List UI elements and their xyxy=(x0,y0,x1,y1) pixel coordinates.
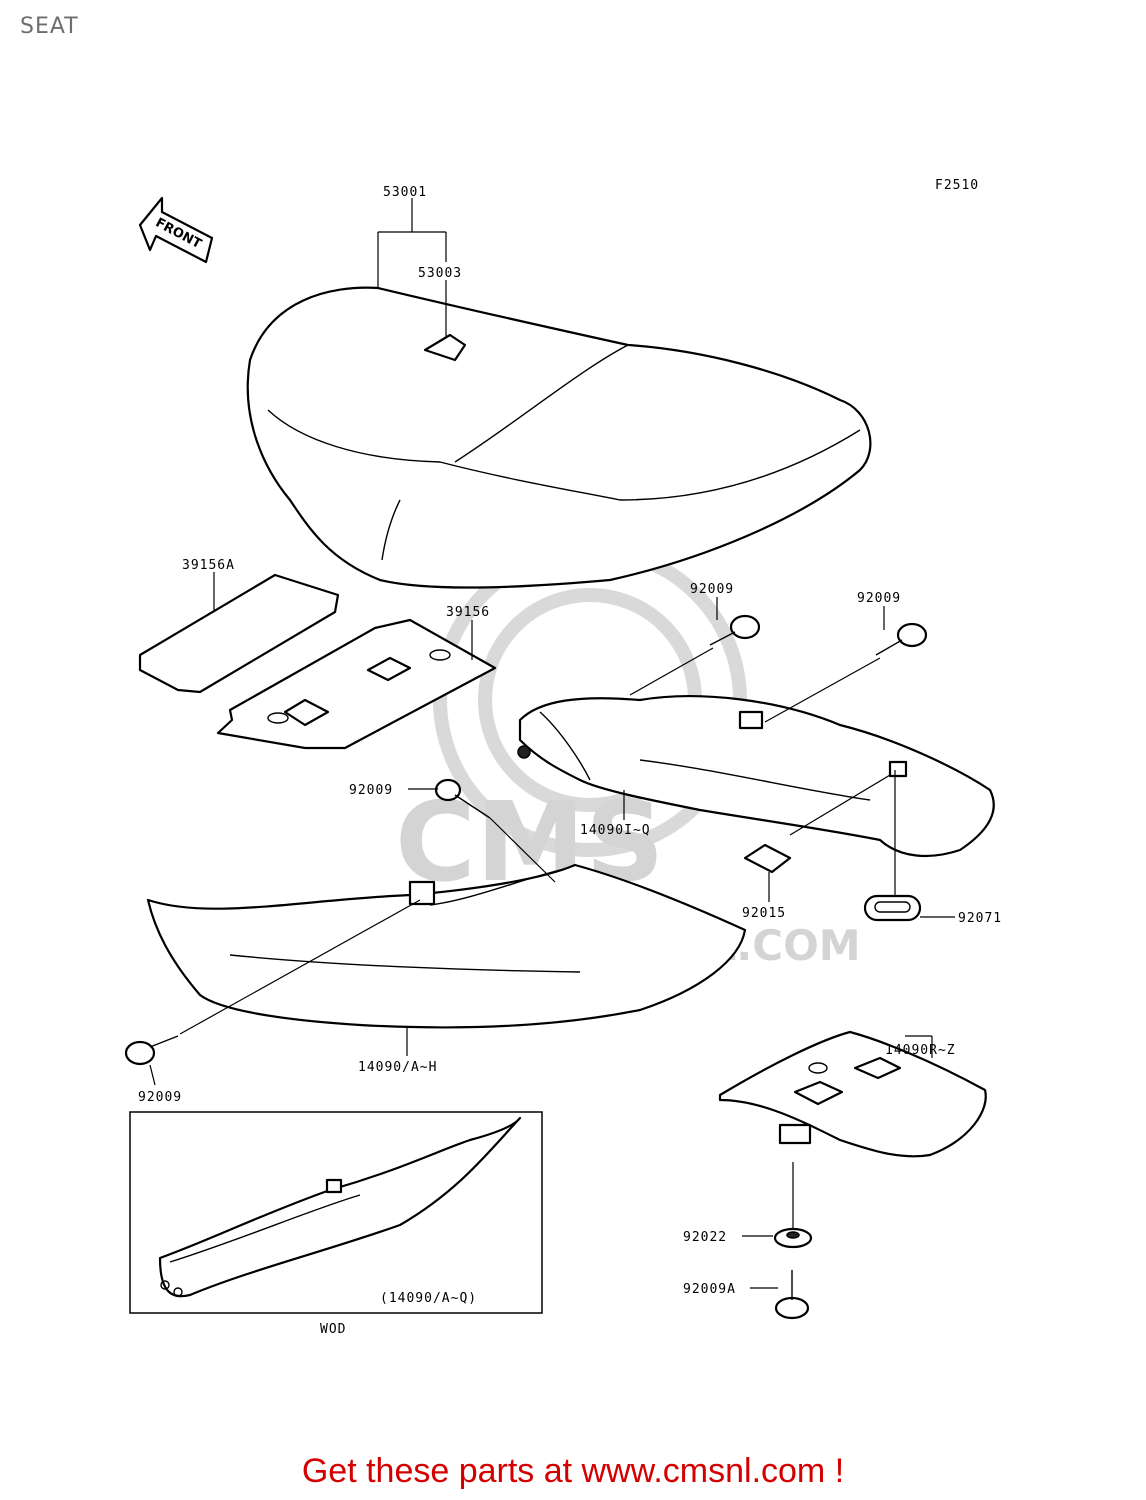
label-92009-upper-right: 92009 xyxy=(857,591,901,606)
label-92022: 92022 xyxy=(683,1230,727,1245)
label-14090I: 14090I~Q xyxy=(580,823,651,838)
label-92009-lower-left: 92009 xyxy=(138,1090,182,1105)
nut-92015 xyxy=(743,843,792,874)
grommet-92071 xyxy=(863,894,922,922)
front-arrow-icon: FRONT xyxy=(138,196,214,264)
label-14090R: 14090R~Z xyxy=(885,1043,956,1058)
bolt-92009-lower-left xyxy=(124,1035,179,1066)
washer-92022 xyxy=(773,1227,813,1249)
label-39156: 39156 xyxy=(446,605,490,620)
bolt-92009-upper-right xyxy=(875,622,928,656)
label-39156A: 39156A xyxy=(182,558,235,573)
bolt-92009-upper-left xyxy=(709,614,761,646)
inset-detail-box xyxy=(129,1111,543,1314)
label-92071: 92071 xyxy=(958,911,1002,926)
label-92009-middle: 92009 xyxy=(349,783,393,798)
bolt-92009-middle xyxy=(434,778,491,819)
label-92009A: 92009A xyxy=(683,1282,736,1297)
label-53003: 53003 xyxy=(418,266,462,281)
bolt-92009A xyxy=(774,1270,810,1320)
tail-cover-14090A xyxy=(146,863,747,1029)
label-53001: 53001 xyxy=(383,185,427,200)
label-92015: 92015 xyxy=(742,906,786,921)
page-title: SEAT xyxy=(20,14,79,39)
tail-cover-14090I xyxy=(517,695,995,858)
leader-lines xyxy=(149,198,955,1289)
label-14090A: 14090/A~H xyxy=(358,1060,437,1075)
seat-53001 xyxy=(246,286,872,589)
footer-link[interactable]: Get these parts at www.cmsnl.com ! xyxy=(301,1452,845,1490)
under-tray-14090R xyxy=(718,1030,987,1158)
label-92009-upper-left: 92009 xyxy=(690,582,734,597)
label-inset-caption: WOD xyxy=(320,1322,346,1337)
plate-39156 xyxy=(216,618,497,750)
pad-39156A xyxy=(138,573,340,694)
figure-code: F2510 xyxy=(935,178,979,193)
label-inset-ref: (14090/A~Q) xyxy=(380,1291,477,1306)
